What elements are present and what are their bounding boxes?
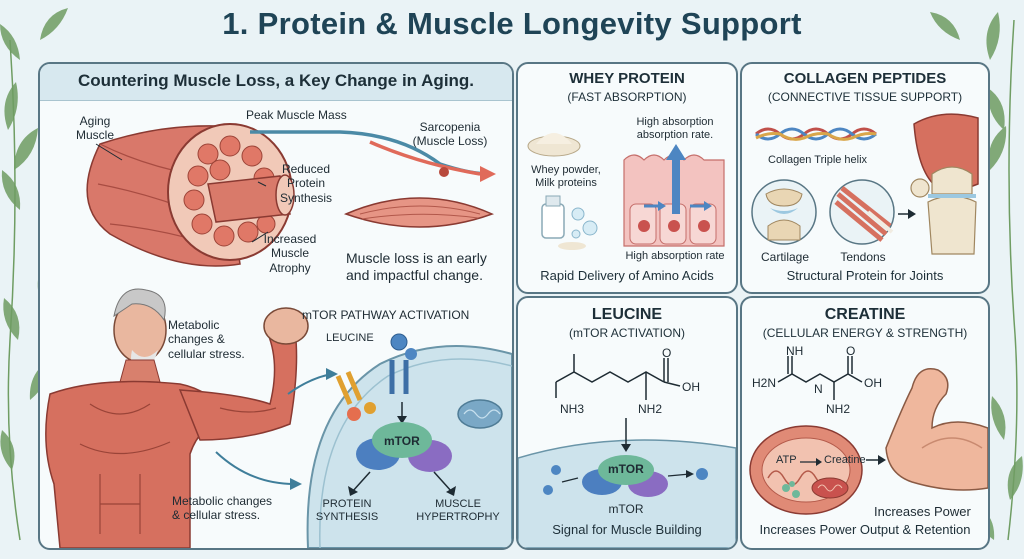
cartilage-label: Cartilage [760,250,810,264]
whey-protein-panel: WHEY PROTEIN (FAST ABSORPTION) [516,62,738,294]
mtor-complex-label: mTOR [384,434,420,448]
muscle-illustration [45,123,512,548]
intestine-absorption-icon [623,144,725,247]
atp-label: ATP [776,454,797,466]
leucine-nh2-label: NH2 [638,402,663,416]
collagen-subtitle: (CONNECTIVE TISSUE SUPPORT) [767,90,963,104]
whey-caption: Rapid Delivery of Amino Acids [540,268,714,283]
creatine-h2n-label: H2N [752,376,777,390]
creatine-inner-label: Creatine [824,454,866,466]
whey-powder-icon [527,133,581,157]
leucine-mtor-label: mTOR [608,462,644,476]
aging-muscle-icon [86,123,295,267]
leucine-subtitle: (mTOR ACTIVATION) [569,326,685,340]
leucine-oh-label: OH [682,380,700,394]
creatine-structure-icon [777,356,863,400]
aging-muscle-label: Aging Muscle [75,114,114,143]
leucine-title: LEUCINE [591,306,663,323]
collagen-title: COLLAGEN PEPTIDES [783,70,947,87]
tendons-icon [829,179,895,245]
creatine-title: CREATINE [824,306,906,323]
creatine-panel: CREATINE (CELLULAR ENERGY & STRENGTH) [740,296,990,550]
reduced-synthesis-label: Reduced Protein Synthesis [279,162,333,205]
flexed-arm-icon [885,368,988,491]
high-absorption-top-label: High absorption absorption rate. [636,116,714,142]
muscle-hypertrophy-label: MUSCLE HYPERTROPHY [416,498,500,524]
muscle-loss-note: Muscle loss is an early and impactful ch… [346,250,487,283]
protein-synthesis-label: PROTEIN SYNTHESIS [315,498,379,524]
increased-atrophy-label: Increased Muscle Atrophy [263,232,317,275]
page-title: 1. Protein & Muscle Longevity Support [222,6,802,41]
collagen-helix-label: Collagen Triple helix [768,154,868,166]
whey-illustration [527,133,725,250]
collagen-illustration [751,113,979,255]
leucine-receptor-label: LEUCINE [326,332,374,344]
tendons-label: Tendons [840,250,886,264]
muscle-loss-banner: Countering Muscle Loss, a Key Change in … [40,64,512,101]
creatine-illustration [749,356,988,515]
whey-powder-label: Whey powder, Milk proteins [531,164,601,190]
creatine-oh-label: OH [864,376,882,390]
creatine-caption: Increases Power Output & Retention [759,522,971,537]
leucine-panel: LEUCINE (mTOR ACTIVATION) NH3 [516,296,738,550]
mitochondria-icon [749,425,863,515]
leucine-illustration [518,354,736,548]
high-absorption-bottom-label: High absorption rate [625,250,725,262]
cell-diagram-icon [306,333,512,548]
increases-power-label: Increases Power [874,504,971,519]
leucine-nh3-label: NH3 [560,402,585,416]
aging-man-figure-icon [45,288,309,548]
creatine-o-label: O [846,344,856,358]
muscle-loss-heading: Countering Muscle Loss, a Key Change in … [77,71,475,90]
mtor-pathway-heading: mTOR PATHWAY ACTIVATION [302,308,470,322]
milk-bottle-icon [541,195,598,250]
whey-subtitle: (FAST ABSORPTION) [567,90,687,104]
peak-muscle-mass-label: Peak Muscle Mass [246,108,347,122]
metabolic-changes-top-label: Metabolic changes & cellular stress. [168,318,245,361]
cartilage-icon [751,179,817,245]
metabolic-changes-bottom-label: Metabolic changes & cellular stress. [172,494,273,523]
collagen-helix-icon [755,127,877,141]
creatine-nh2-label: NH2 [826,402,851,416]
leucine-mtor-below-label: mTOR [608,502,644,516]
sarcopenia-label: Sarcopenia (Muscle Loss) [412,120,488,149]
knee-joint-icon [910,113,979,255]
muscle-loss-panel: Countering Muscle Loss, a Key Change in … [38,62,514,550]
creatine-subtitle: (CELLULAR ENERGY & STRENGTH) [762,326,968,340]
creatine-nh-label: NH [786,344,804,358]
whey-title: WHEY PROTEIN [569,70,685,87]
leucine-caption: Signal for Muscle Building [552,522,702,537]
collagen-caption: Structural Protein for Joints [786,268,944,283]
leucine-o-label: O [662,346,672,360]
collagen-panel: COLLAGEN PEPTIDES (CONNECTIVE TISSUE SUP… [740,62,990,294]
leucine-structure-icon [555,354,681,400]
creatine-n-label: N [814,382,823,396]
